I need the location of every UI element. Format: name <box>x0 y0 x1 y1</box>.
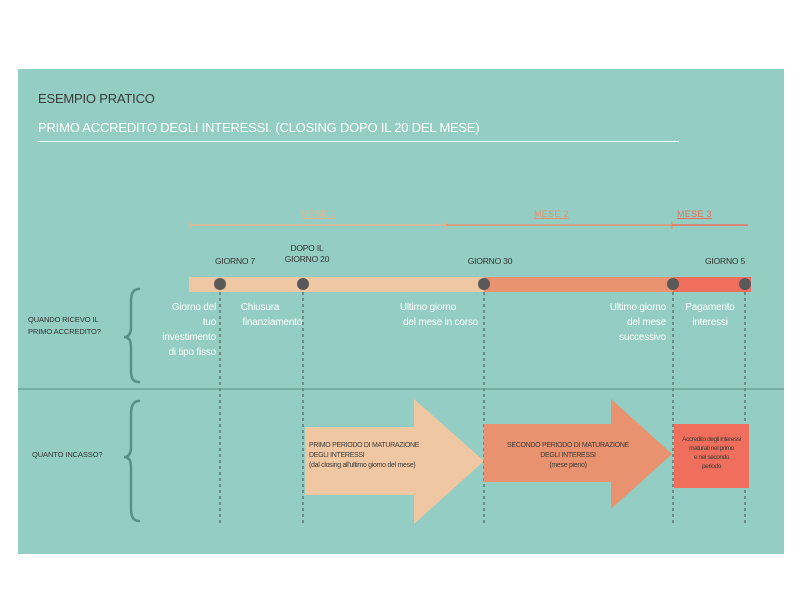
bracket-row-2 <box>123 399 141 523</box>
page-title: ESEMPIO PRATICO <box>38 91 155 106</box>
month-label-3: MESE 3 <box>677 209 712 219</box>
tick-label-giorno-5: GIORNO 5 <box>705 256 745 266</box>
bracket-row-1 <box>123 287 141 384</box>
dot-giorno-7 <box>214 278 226 290</box>
dot-mese-2-end <box>667 278 679 290</box>
period-2-arrow <box>484 399 672 509</box>
dot-giorno-30 <box>478 278 490 290</box>
dot-giorno-5 <box>739 278 751 290</box>
month-label-2: MESE 2 <box>534 209 569 219</box>
month-label-1: MESE 1 <box>301 209 336 219</box>
period-1-arrow <box>305 399 484 524</box>
tick-label-giorno-7: GIORNO 7 <box>215 256 255 266</box>
timeline-graphics <box>18 221 784 524</box>
diagram-panel: ESEMPIO PRATICO PRIMO ACCREDITO DEGLI IN… <box>18 69 784 554</box>
tick-label-giorno-30: GIORNO 30 <box>467 256 513 266</box>
bar-month-3 <box>673 277 751 292</box>
page-subtitle: PRIMO ACCREDITO DEGLI INTERESSI. (CLOSIN… <box>38 120 480 135</box>
bar-month-2 <box>484 277 673 292</box>
dot-giorno-20 <box>297 278 309 290</box>
bar-month-1 <box>189 277 484 292</box>
row-label-quanto: QUANTO INCASSO? <box>32 450 103 459</box>
period-3-box <box>674 424 749 488</box>
subtitle-underline <box>38 141 679 142</box>
month-ranges <box>189 221 748 229</box>
